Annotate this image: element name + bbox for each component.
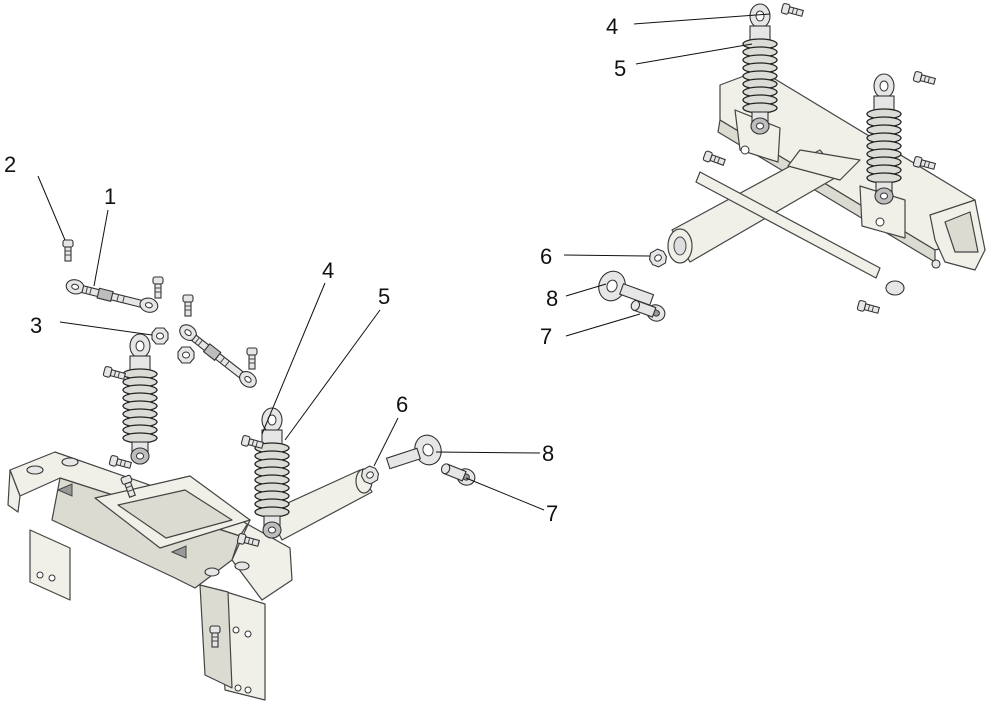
shock-absorber-left-rear xyxy=(102,333,158,471)
jam-nut-6-right xyxy=(646,246,670,270)
left-assembly xyxy=(7,239,478,701)
callout-4: 4 xyxy=(322,258,334,283)
nut-left-b xyxy=(177,346,195,364)
right-frame xyxy=(667,69,986,296)
bolt-right-d xyxy=(856,299,881,316)
callout-5: 5 xyxy=(378,284,390,309)
callout-6: 6 xyxy=(396,392,408,417)
callout-7-right: 7 xyxy=(540,324,552,349)
link-rod-upper xyxy=(64,277,160,315)
nut-3-left xyxy=(151,327,169,345)
callout-8-right: 8 xyxy=(546,286,558,311)
callout-4-right: 4 xyxy=(606,14,618,39)
bolt-left-b xyxy=(182,294,194,317)
bolt-left-c xyxy=(246,347,258,370)
callout-group-right: 4 5 6 8 7 xyxy=(540,13,771,349)
callout-3: 3 xyxy=(30,313,42,338)
bolt-4-right xyxy=(780,2,805,19)
bolt-2-left xyxy=(62,239,74,262)
right-assembly xyxy=(594,2,986,325)
shoulder-bolt-7-left xyxy=(438,459,478,489)
rod-end-8-left xyxy=(382,431,446,478)
callout-1: 1 xyxy=(104,184,116,209)
callout-7: 7 xyxy=(546,501,558,526)
callout-5-right: 5 xyxy=(614,56,626,81)
callout-8: 8 xyxy=(542,441,554,466)
callout-6-right: 6 xyxy=(540,244,552,269)
left-frame xyxy=(7,451,293,701)
callout-2: 2 xyxy=(4,152,16,177)
bolt-right-b xyxy=(912,70,937,87)
callout-group-left: 2 1 3 4 5 6 8 7 xyxy=(4,152,558,526)
bolt-left-a xyxy=(152,276,164,299)
